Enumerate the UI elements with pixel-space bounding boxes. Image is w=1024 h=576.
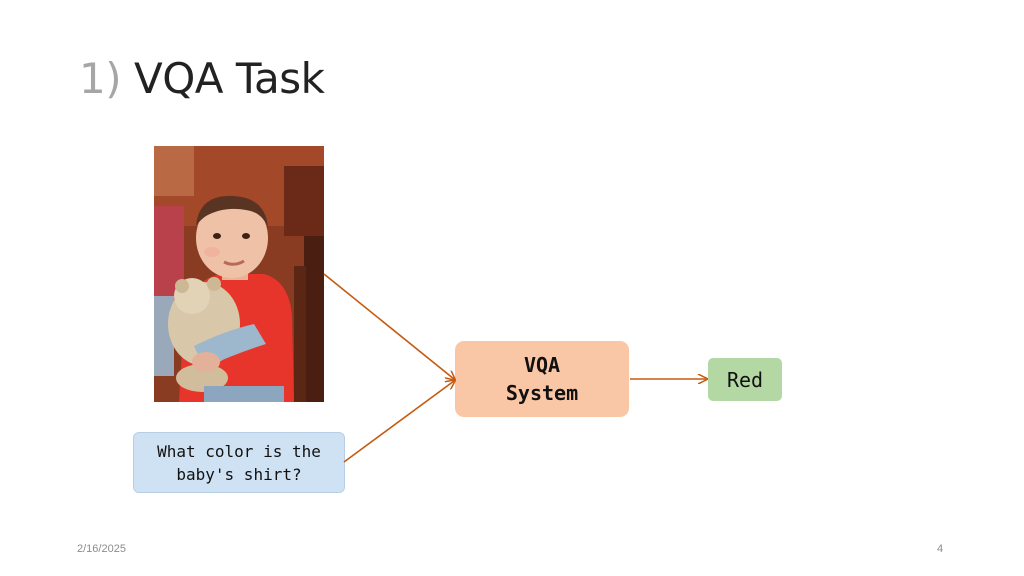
question-line-1: What color is the xyxy=(157,441,321,461)
slide-title: 1) VQA Task xyxy=(79,58,325,100)
question-line-2: baby's shirt? xyxy=(176,464,302,484)
vqa-system-line-1: VQA xyxy=(523,353,561,377)
vqa-system-box: VQA System xyxy=(455,341,629,417)
title-text: VQA Task xyxy=(133,54,325,103)
footer-page-number: 4 xyxy=(937,543,944,555)
vqa-system-line-2: System xyxy=(505,381,579,405)
baby-photo xyxy=(154,146,324,402)
title-number: 1) xyxy=(79,54,122,103)
image-to-system-arrow xyxy=(323,273,454,379)
answer-box: Red xyxy=(708,358,782,401)
question-to-system-arrow xyxy=(343,381,454,463)
question-box: What color is the baby's shirt? xyxy=(133,432,345,493)
footer-date: 2/16/2025 xyxy=(77,543,126,555)
answer-label: Red xyxy=(726,367,764,392)
